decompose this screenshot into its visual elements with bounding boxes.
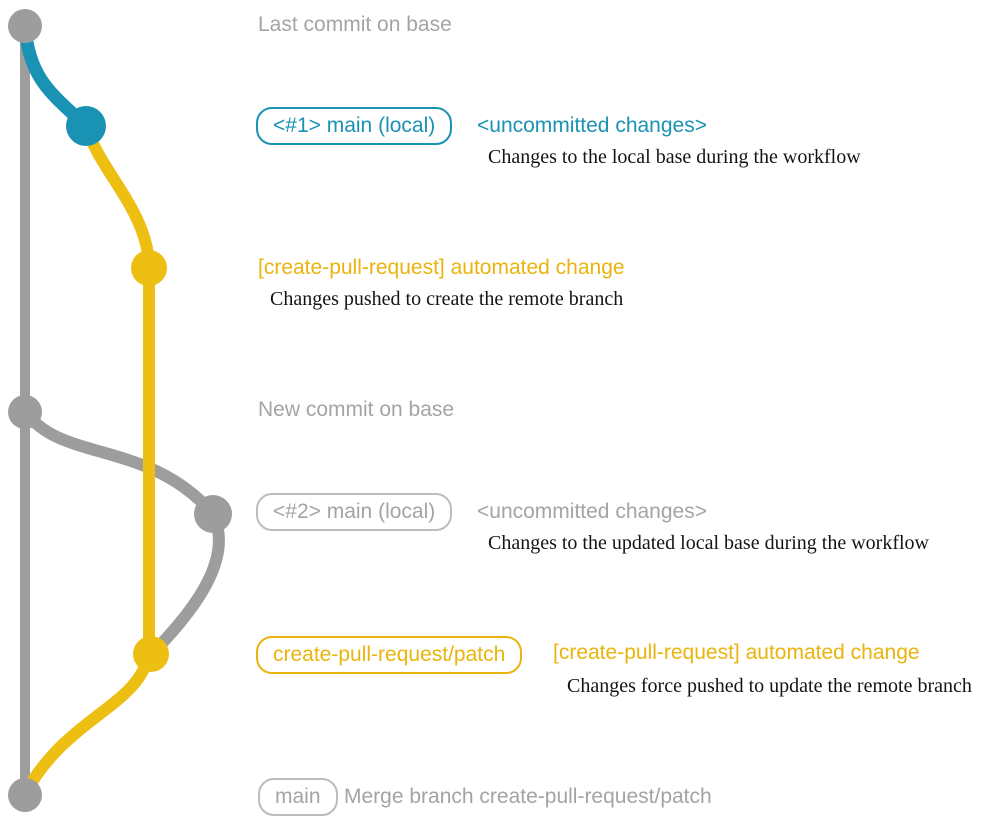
- commit-message-automated-change-2: [create-pull-request] automated change: [553, 641, 920, 664]
- branch-label-main: main: [258, 778, 338, 816]
- commit-message-last-base: Last commit on base: [258, 13, 452, 36]
- commit-message-merge: Merge branch create-pull-request/patch: [344, 785, 712, 808]
- commit-dot-automated-change-2: [133, 636, 169, 672]
- description-force-push-update-remote: Changes force pushed to update the remot…: [567, 675, 972, 697]
- status-uncommitted-changes-1: <uncommitted changes>: [477, 114, 707, 137]
- base-to-main2-curve: [21, 408, 218, 518]
- branch-label-create-pull-request-patch: create-pull-request/patch: [256, 636, 523, 674]
- description-local-base-changes: Changes to the local base during the wor…: [488, 146, 861, 168]
- status-uncommitted-changes-2: <uncommitted changes>: [477, 500, 707, 523]
- branch-label-main-local-1: <#1> main (local): [256, 107, 453, 145]
- commit-message-automated-change-1: [create-pull-request] automated change: [258, 256, 625, 279]
- commit-dot-new-base: [8, 395, 42, 429]
- description-updated-local-base-changes: Changes to the updated local base during…: [488, 532, 929, 554]
- description-push-create-remote: Changes pushed to create the remote bran…: [270, 288, 624, 310]
- commit-dot-merge: [8, 778, 42, 812]
- main2-to-patch-curve: [146, 511, 225, 660]
- commit-message-new-base: New commit on base: [258, 398, 455, 421]
- commit-dot-last-base: [8, 9, 42, 43]
- branch-label-main-local-2: <#2> main (local): [256, 493, 453, 531]
- commit-dot-automated-change-1: [131, 250, 167, 286]
- commit-dot-main-local-1: [66, 106, 106, 146]
- commit-dot-main-local-2: [194, 495, 232, 533]
